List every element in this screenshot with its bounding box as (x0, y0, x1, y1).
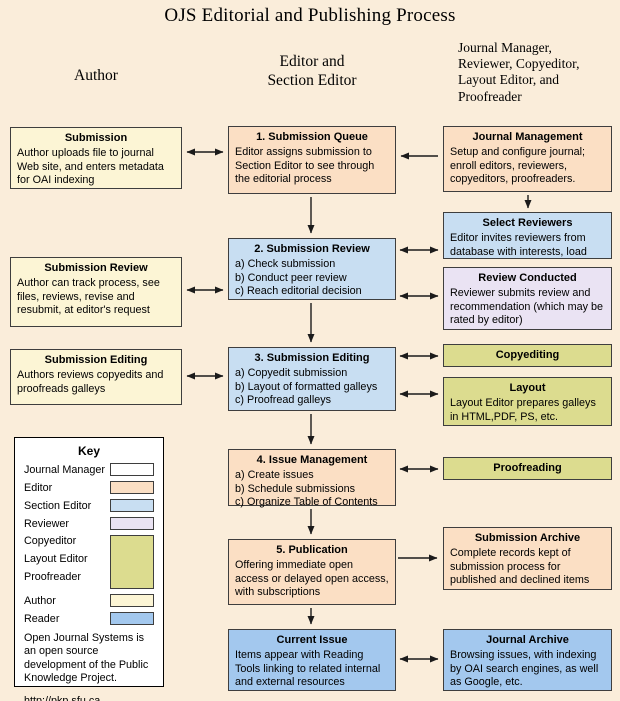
box-submission-review-title: 2. Submission Review (254, 243, 370, 255)
box-journal-archive-body: Browsing issues, with indexing by OAI se… (450, 649, 599, 688)
box-journal-archive-title: Journal Archive (486, 634, 569, 646)
box-submission-editing-author-title: Submission Editing (44, 354, 148, 366)
box-publication: 5. Publication Offering immediate open a… (228, 539, 396, 605)
key-label-author: Author (24, 594, 56, 607)
box-current-issue-body: Items appear with Reading Tools linking … (235, 649, 381, 688)
box-review-conducted-title: Review Conducted (478, 272, 577, 284)
box-submission-review: 2. Submission Review a) Check submission… (228, 238, 396, 300)
box-proofreading-title: Proofreading (493, 461, 562, 474)
box-publication-title: 5. Publication (276, 544, 348, 556)
box-submission-title: Submission (64, 132, 128, 144)
key-group-production-roles: Copyeditor Layout Editor Proofreader (24, 535, 154, 589)
box-publication-body: Offering immediate open access or delaye… (235, 559, 389, 598)
key-label-section-editor: Section Editor (24, 499, 92, 512)
key-swatch-reviewer (110, 517, 154, 530)
box-proofreading: Proofreading (443, 457, 612, 480)
box-issue-management-title: 4. Issue Management (256, 454, 368, 466)
key-title: Key (77, 444, 100, 458)
key-legend: Key Journal Manager Editor Section Edito… (14, 437, 164, 701)
key-row-editor: Editor (24, 481, 154, 494)
box-select-reviewers-title: Select Reviewers (482, 217, 573, 229)
box-submission-editing-title: 3. Submission Editing (254, 352, 370, 364)
key-row-reader: Reader (24, 612, 154, 625)
key-row-section-editor: Section Editor (24, 499, 154, 512)
page-title: OJS Editorial and Publishing Process (164, 5, 456, 26)
key-swatch-section-editor (110, 499, 154, 512)
key-note: Open Journal Systems is an open source d… (24, 632, 149, 685)
box-current-issue-title: Current Issue (276, 634, 348, 646)
box-layout: Layout Layout Editor prepares galleys in… (443, 377, 612, 426)
key-swatch-production-roles (110, 535, 154, 589)
key-url: http://pkp.sfu.ca (24, 694, 101, 701)
box-issue-management: 4. Issue Management a) Create issues b) … (228, 449, 396, 508)
box-copyediting-title: Copyediting (495, 348, 560, 361)
box-select-reviewers: Select Reviewers Editor invites reviewer… (443, 212, 612, 259)
box-submission-body: Author uploads file to journal Web site,… (17, 147, 164, 186)
key-swatch-editor (110, 481, 154, 494)
key-group-labels: Copyeditor Layout Editor Proofreader (24, 535, 88, 589)
key-swatch-author (110, 594, 154, 607)
box-journal-management: Journal Management Setup and configure j… (443, 126, 612, 192)
box-submission-queue: 1. Submission Queue Editor assigns submi… (228, 126, 396, 194)
box-submission: Submission Author uploads file to journa… (10, 127, 182, 189)
box-submission-archive-title: Submission Archive (474, 532, 581, 544)
box-submission-queue-body: Editor assigns submission to Section Edi… (235, 146, 375, 185)
box-submission-editing-author-body: Authors reviews copyedits and proofreads… (17, 369, 164, 395)
box-journal-management-body: Setup and configure journal; enroll edit… (450, 146, 586, 185)
column-header-author: Author (74, 67, 118, 84)
key-label-reviewer: Reviewer (24, 517, 70, 530)
box-journal-archive: Journal Archive Browsing issues, with in… (443, 629, 612, 691)
key-label-copyeditor: Copyeditor (24, 535, 77, 547)
box-select-reviewers-body: Editor invites reviewers from database w… (450, 232, 587, 258)
box-copyediting: Copyediting (443, 344, 612, 367)
key-swatch-journal-manager (110, 463, 154, 476)
box-submission-review-author-title: Submission Review (44, 262, 148, 274)
box-journal-management-title: Journal Management (472, 131, 583, 143)
key-row-journal-manager: Journal Manager (24, 463, 154, 476)
key-label-journal-manager: Journal Manager (24, 463, 106, 476)
column-header-editor: Editor and Section Editor (267, 53, 357, 90)
box-current-issue: Current Issue Items appear with Reading … (228, 629, 396, 691)
box-submission-review-body: a) Check submission b) Conduct peer revi… (235, 258, 362, 297)
box-submission-editing-body: a) Copyedit submission b) Layout of form… (235, 367, 378, 406)
box-submission-editing-author: Submission Editing Authors reviews copye… (10, 349, 182, 405)
box-layout-body: Layout Editor prepares galleys in HTML,P… (450, 397, 596, 423)
box-submission-archive: Submission Archive Complete records kept… (443, 527, 612, 590)
box-submission-review-author: Submission Review Author can track proce… (10, 257, 182, 327)
key-row-author: Author (24, 594, 154, 607)
key-label-layout-editor: Layout Editor (24, 553, 88, 565)
box-submission-archive-body: Complete records kept of submission proc… (450, 547, 590, 586)
key-row-reviewer: Reviewer (24, 517, 154, 530)
key-label-reader: Reader (24, 612, 60, 625)
key-label-editor: Editor (24, 481, 53, 494)
box-review-conducted-body: Reviewer submits review and recommendati… (450, 287, 604, 326)
box-submission-queue-title: 1. Submission Queue (256, 131, 368, 143)
key-swatch-reader (110, 612, 154, 625)
box-submission-review-author-body: Author can track process, see files, rev… (17, 277, 160, 316)
box-issue-management-body: a) Create issues b) Schedule submissions… (235, 469, 378, 508)
key-label-proofreader: Proofreader (24, 571, 82, 583)
box-submission-editing: 3. Submission Editing a) Copyedit submis… (228, 347, 396, 411)
box-layout-title: Layout (509, 382, 546, 394)
column-header-others: Journal Manager, Reviewer, Copyeditor, L… (458, 40, 580, 104)
box-review-conducted: Review Conducted Reviewer submits review… (443, 267, 612, 330)
